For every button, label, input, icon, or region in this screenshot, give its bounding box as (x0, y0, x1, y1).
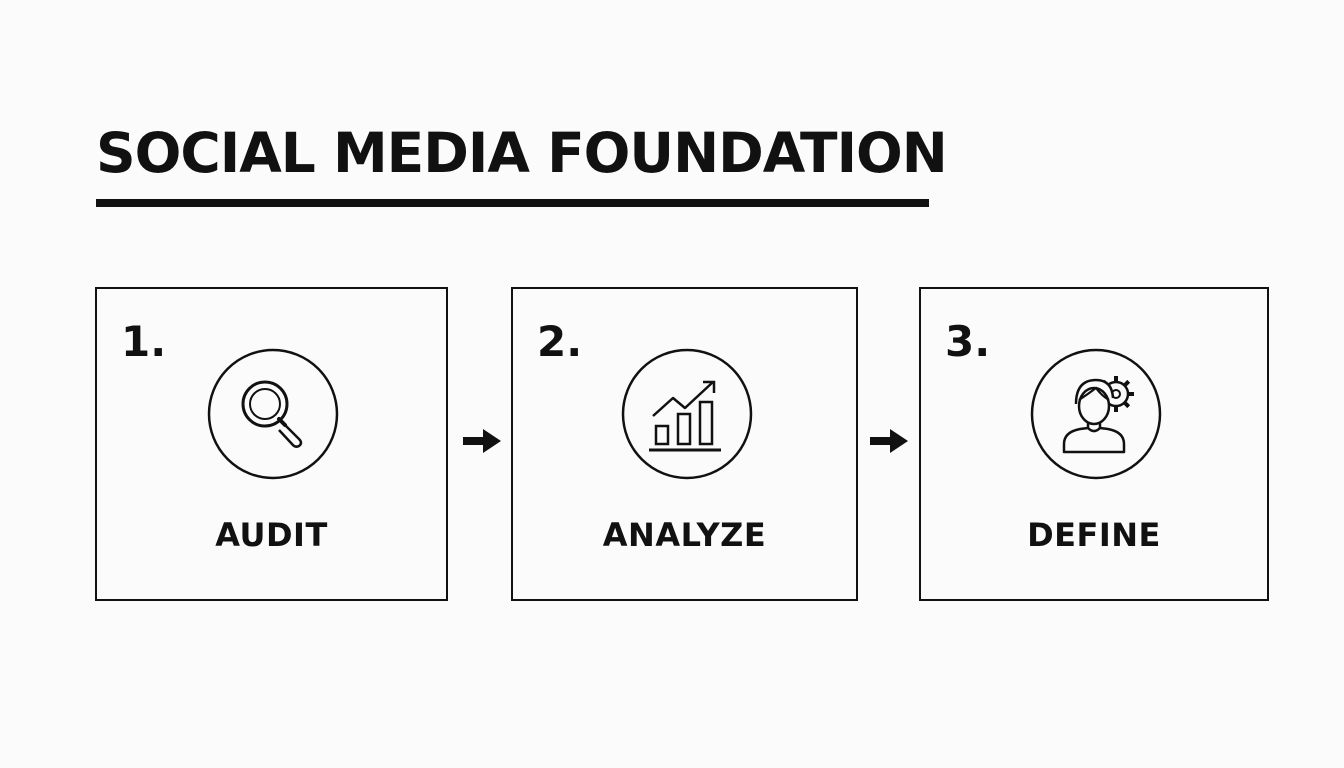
step-card-audit: 1. AUDIT (95, 287, 448, 601)
arrow-right-icon (870, 429, 908, 453)
title-underline (96, 199, 929, 207)
step-number: 2. (537, 317, 583, 366)
step-label: AUDIT (215, 516, 328, 554)
arrow-right-icon (463, 429, 501, 453)
step-card-define: 3. DEFINE (919, 287, 1269, 601)
page-title: SOCIAL MEDIA FOUNDATION (96, 121, 948, 185)
magnifying-glass-icon (207, 348, 339, 480)
bar-chart-trend-icon (621, 348, 753, 480)
step-card-analyze: 2. ANALYZE (511, 287, 858, 601)
person-gear-icon (1030, 348, 1162, 480)
step-label: DEFINE (1027, 516, 1161, 554)
step-number: 3. (945, 317, 991, 366)
step-label: ANALYZE (602, 516, 767, 554)
step-number: 1. (121, 317, 167, 366)
